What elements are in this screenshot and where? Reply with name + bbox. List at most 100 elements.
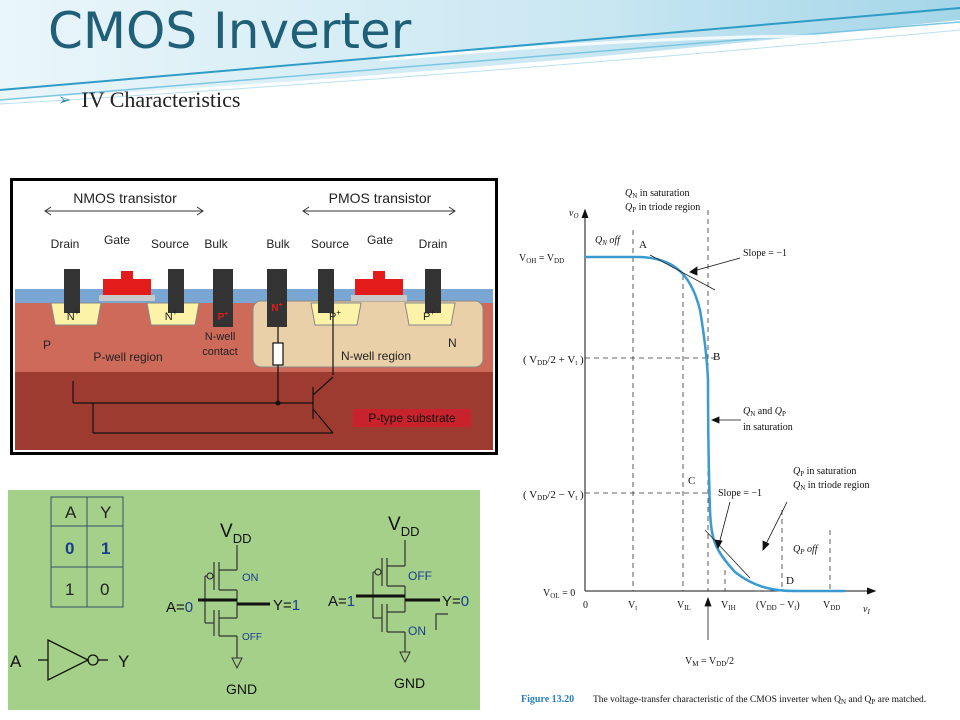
not-gate-icon [38, 638, 108, 682]
source-contact [318, 269, 334, 313]
truth-table-header: Y [100, 503, 111, 522]
x-tick-label: VIL [677, 600, 691, 612]
n-plus-label: N+ [165, 308, 178, 323]
vdd-label: VDD [220, 521, 251, 546]
n-well-contact-label: N-well [205, 331, 236, 343]
x-axis-label: vI [863, 604, 870, 616]
gate-input-label: A [10, 652, 22, 671]
input-label: A=0 [166, 599, 193, 616]
truth-table-header: A [65, 503, 77, 522]
bullet-arrow-icon: ➢ [58, 92, 72, 109]
top-note: QP in triode region [625, 202, 700, 214]
cross-section-diagram: NMOS transistor PMOS transistor Drain Ga… [15, 190, 493, 450]
x-tick-label: (VDD − Vt) [756, 600, 800, 612]
y-axis-label: vO [569, 208, 579, 220]
x-tick-label: VDD [823, 600, 840, 612]
gate-oxide [99, 295, 155, 301]
nmos-gate [103, 271, 151, 295]
ground-icon [399, 651, 411, 664]
pmos-span-arrow [302, 206, 456, 216]
bullet-item: ➢ IV Characteristics [58, 87, 240, 113]
substrate-label-box [353, 409, 471, 427]
drain-contact [425, 269, 441, 313]
figure-caption-label: Figure 13.20 [521, 694, 574, 705]
bulk-contact [213, 269, 233, 327]
nmos-state-label: ON [408, 624, 426, 638]
terminal-label: Source [151, 237, 189, 251]
logic-panel: A Y 0 1 1 0 A Y VDD A=0 Y=1 ON OFF GND [8, 490, 480, 710]
vm-label: VM = VDD/2 [685, 656, 734, 668]
p-plus-contact-label: P+ [218, 311, 229, 323]
truth-table-cell: 1 [101, 539, 110, 558]
x-tick-label: VIH [721, 600, 736, 612]
p-region-label: P [43, 338, 51, 352]
voltage-transfer-characteristic: vO vI VOH = VDD ( VDD/2 + Vt ) ( VDD/2 −… [519, 188, 926, 706]
header-wave-decoration [0, 0, 960, 105]
n-plus-contact-label: N+ [271, 302, 282, 314]
vdd-half-plus-vt-label: ( VDD/2 + Vt ) [523, 354, 584, 367]
vtc-curve [585, 255, 845, 593]
truth-table-cell: 1 [65, 580, 74, 599]
terminal-label: Gate [104, 233, 130, 247]
low-note: QN in triode region [793, 480, 869, 492]
n-well-contact-label: contact [202, 346, 237, 358]
n-plus-diffusion [50, 302, 102, 326]
n-plus-label: N+ [67, 308, 80, 323]
output-label: Y=1 [273, 597, 300, 614]
substrate-label: P-type substrate [368, 411, 456, 425]
x-tick-label: 0 [583, 600, 588, 611]
slope-label: Slope = −1 [743, 248, 787, 259]
terminal-label: Bulk [204, 237, 228, 251]
vdd-label: VDD [388, 514, 419, 539]
terminal-label: Gate [367, 233, 393, 247]
tangent-line [704, 529, 751, 579]
terminal-label: Source [311, 237, 349, 251]
figure-caption-text: The voltage-transfer characteristic of t… [593, 694, 926, 706]
truth-table-cell: 0 [65, 539, 74, 558]
top-note: QN in saturation [625, 188, 690, 200]
source-contact [168, 269, 184, 313]
output-label: Y=0 [442, 593, 469, 610]
bulk-contact [267, 269, 287, 327]
nmos-state-label: OFF [242, 632, 262, 643]
n-region-label: N [448, 336, 457, 350]
vol-label: VOL = 0 [543, 588, 575, 600]
gate-output-label: Y [118, 652, 129, 671]
gnd-label: GND [394, 675, 425, 691]
p-plus-label: P+ [423, 308, 435, 323]
ground-icon [231, 657, 243, 670]
pmos-label: PMOS transistor [329, 190, 432, 206]
voh-label: VOH = VDD [519, 253, 564, 265]
low-note: QP in saturation [793, 466, 856, 478]
tangent-line [649, 254, 716, 291]
circuit-node [275, 400, 281, 406]
pmos-gate [355, 271, 403, 295]
qp-off-label: QP off [793, 544, 819, 556]
cmos-cross-section-panel: NMOS transistor PMOS transistor Drain Ga… [10, 178, 498, 455]
gnd-label: GND [226, 681, 257, 697]
drain-contact [64, 269, 80, 313]
vdd-half-minus-vt-label: ( VDD/2 − Vt ) [523, 489, 584, 502]
slope-label: Slope = −1 [718, 488, 762, 499]
qn-off-label: QN off [595, 235, 621, 247]
truth-table-cell: 0 [100, 580, 109, 599]
mid-note: in saturation [743, 422, 793, 433]
cmos-inverter-a1-circuit [372, 540, 448, 652]
terminal-label: Drain [51, 237, 80, 251]
terminal-label: Bulk [266, 237, 290, 251]
slide-title: CMOS Inverter [48, 2, 412, 60]
logic-diagrams: A Y 0 1 1 0 A Y VDD A=0 Y=1 ON OFF GND [10, 496, 469, 697]
point-label: D [786, 575, 794, 587]
mid-note: QN and QP [743, 406, 786, 418]
vtc-guides [585, 210, 845, 592]
x-tick-label: Vt [628, 600, 637, 612]
terminal-label: Drain [419, 237, 448, 251]
n-well-label: N-well region [341, 349, 411, 363]
pmos-state-label: ON [242, 572, 259, 584]
nmos-span-arrow [44, 206, 204, 216]
vtc-axes [581, 208, 877, 595]
point-label: A [639, 239, 647, 251]
nmos-label: NMOS transistor [73, 190, 177, 206]
bullet-text: IV Characteristics [81, 87, 241, 112]
pmos-state-label: OFF [408, 569, 432, 583]
